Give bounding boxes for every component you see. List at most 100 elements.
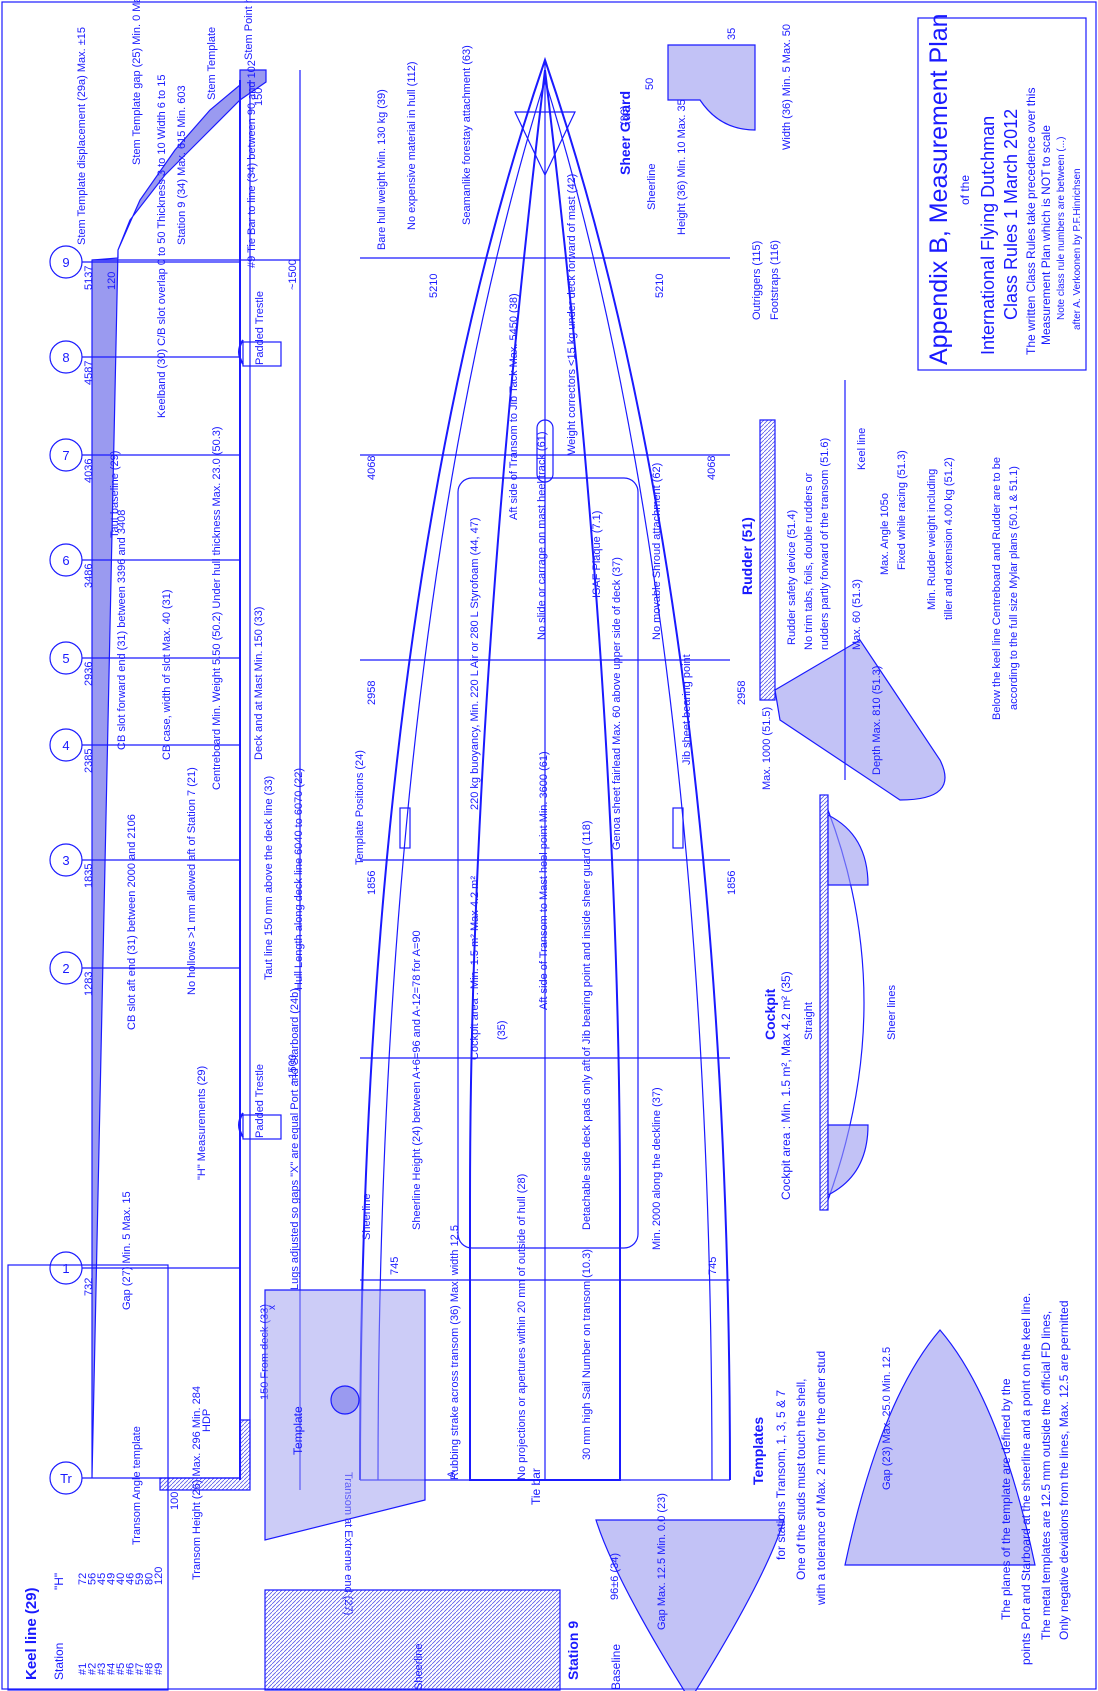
min2000-label: Min. 2000 along the deckline (37) <box>651 1087 663 1250</box>
baseline-label: Baseline <box>609 1644 623 1690</box>
d4068-port: 4068 <box>366 456 378 480</box>
jib-sheet-label: Jib sheet bearing point <box>681 654 693 765</box>
keel-line-table: Keel line (29) Station "H" #172#256#345#… <box>7 1264 169 1691</box>
keel-table-col-station: Station <box>52 1643 66 1680</box>
v100-label: 100 <box>169 1492 181 1510</box>
d1856-stbd: 1856 <box>726 871 738 895</box>
taut-baseline-label: Taut baseline (29) <box>109 451 121 538</box>
stem-point-label: Stem Point height ±6 (25) <box>243 0 255 60</box>
keel-table-station: #5 <box>115 1663 127 1675</box>
templates-gap-label: Gap (23) Max. 25.0 Min. 12.5 <box>881 1347 893 1490</box>
station-marker-label: Tr <box>60 1471 72 1486</box>
station-distance: 1283 <box>83 972 95 996</box>
d745-port: 745 <box>389 1257 401 1275</box>
tie-bar-detail-label: Tie bar <box>529 1468 543 1505</box>
forestay-label: Seamanlike forestay attachment (63) <box>461 45 473 225</box>
d745-stbd: 745 <box>707 1257 719 1275</box>
approx1500-aft: ~1500 <box>287 1054 299 1085</box>
station-marker-label: 7 <box>62 448 69 463</box>
templates-sub: for stations Transom, 1, 3, 5 & 7 <box>774 1390 788 1560</box>
keel-table-h: 46 <box>125 1573 137 1585</box>
d2958-port: 2958 <box>366 681 378 705</box>
keel-table-station: #8 <box>144 1663 156 1675</box>
keel-table-h: 40 <box>115 1573 127 1585</box>
approx1500-fwd: ~1500 <box>287 259 299 290</box>
station-distance: 3486 <box>83 564 95 588</box>
title-of-the: of the <box>958 175 972 205</box>
hdp-label: HDP <box>201 1409 213 1432</box>
station-marker-label: 2 <box>62 961 69 976</box>
footstraps-label: Footstraps (116) <box>769 240 781 320</box>
station-marker-label: 1 <box>62 1261 69 1276</box>
keel-table-station: #2 <box>87 1663 99 1675</box>
keel-table-h: 120 <box>153 1567 165 1585</box>
hull-length-label: Hull Length along deck line 6040 to 6070… <box>293 768 305 990</box>
template-positions-label: Template Positions (24) <box>354 750 366 865</box>
keel-table-col-h: "H" <box>52 1573 66 1590</box>
deck-mast-label: Deck and at Mast Min. 150 (33) <box>253 607 265 760</box>
keel-table-h: 72 <box>77 1573 89 1585</box>
isaf-plaque-label: ISAF Plaque (7.1) <box>591 511 603 598</box>
keel-table-h: 56 <box>87 1573 99 1585</box>
sheerline-detail: Template Lugs adjusted so gaps "X" are e… <box>264 930 561 1691</box>
templates-section: Templates for stations Transom, 1, 3, 5 … <box>750 1293 1071 1665</box>
no-hollows-label: No hollows >1 mm allowed aft of Station … <box>186 767 198 995</box>
title-heading: Appendix B, Measurement Plan <box>925 13 953 365</box>
plan-view: Bare hull weight Min. 130 kg (39) No exp… <box>342 45 748 1615</box>
sheer-guard-section: Sheer Guard (36) 35 50 Sheerline Height … <box>617 24 793 320</box>
sheerline-height-label: Sheerline Height (24) between A+6=96 and… <box>411 930 423 1230</box>
cb-forward-label: CB slot forward end (31) between 3396 an… <box>116 510 128 750</box>
v150-label: 150 <box>253 88 265 106</box>
station-marker-label: 8 <box>62 350 69 365</box>
jib-tack-label: Aft side of Transom to Jib Tack Max. 545… <box>508 293 520 520</box>
station-marker-label: 9 <box>62 255 69 270</box>
rudder-partly-label: rudders partly forward of the transom (5… <box>819 438 831 650</box>
station-distance: 2385 <box>83 749 95 773</box>
rubbing-strake-label: Rubbing strake across transom (36) Max. … <box>449 1225 461 1480</box>
station9-label: Station 9 (34) Max. 615 Min. 603 <box>176 85 188 245</box>
template-detail-label: Template <box>291 1406 305 1455</box>
rudder-max1000-label: Max. 1000 (51.5) <box>761 707 773 790</box>
detachable-pads-label: Detachable side deck pads only aft of Ji… <box>581 820 593 1230</box>
bare-hull-label: Bare hull weight Min. 130 kg (39) <box>376 89 388 250</box>
keel-table-h: 80 <box>144 1573 156 1585</box>
lugs-label: Lugs adjusted so gaps "X" are equal Port… <box>289 988 301 1290</box>
sheer-lines-label: Sheer lines <box>886 984 898 1040</box>
station-distance: 2936 <box>83 662 95 686</box>
station-marker-label: 6 <box>62 553 69 568</box>
title-credit: after A. Verkoonen by P.F.Hinrichsen <box>1072 168 1083 330</box>
templates-para2: points Port and Starboard at the sheerli… <box>1019 1293 1033 1665</box>
templates-para3: The metal templates are 12.5 mm outside … <box>1039 1311 1053 1640</box>
weight-correctors-label: Weight correctors <15 kg under deck forw… <box>566 174 578 455</box>
rudder-depth-label: Depth Max. 810 (51.3) <box>871 666 883 775</box>
keel-table-station: #4 <box>106 1663 118 1675</box>
centreboard-label: Centreboard Min. Weight 5.50 (50.2) Unde… <box>211 426 223 790</box>
sheer-guard-height: Height (36) Min. 10 Max. 35 <box>676 99 688 235</box>
sheer-guard-v35: 35 <box>726 28 738 40</box>
keel-line-label: Keel line <box>856 428 868 470</box>
station-distance: 4036 <box>83 459 95 483</box>
no-projections-label: No projections or apertures within 20 mm… <box>516 1174 528 1480</box>
rudder-section: Rudder (51) Rudder safety device (51.4) … <box>739 380 1020 801</box>
templates-heading: Templates <box>750 1417 766 1485</box>
station-distance: 4587 <box>83 361 95 385</box>
station9-v96-label: 96±6 (34) <box>609 1553 621 1600</box>
station9-section: Station 9 Baseline 96±6 (34) Gap Max. 12… <box>565 1493 785 1691</box>
templates-para4: Only negative deviations from the lines,… <box>1057 1300 1071 1640</box>
padded-trestle-fwd: Padded Trestle <box>254 291 266 365</box>
d4068-stbd: 4068 <box>706 456 718 480</box>
no-shroud-label: No movable Shroud attachment (62) <box>651 463 663 640</box>
keel-table-station: #9 <box>153 1663 165 1675</box>
dim-a-label: A <box>446 1470 458 1478</box>
title-note2: Measurement Plan which is NOT to scale <box>1039 125 1053 345</box>
rudder-safety-label: Rudder safety device (51.4) <box>786 510 798 645</box>
station-distance: 1835 <box>83 864 95 888</box>
d1856-port: 1856 <box>366 871 378 895</box>
d5210-port: 5210 <box>428 274 440 298</box>
rudder-max60-label: Max. 60 (51.3) <box>851 579 863 650</box>
cockpit-heading: Cockpit <box>762 988 778 1040</box>
mast-heel-label: Aft side of Transom to Mast heel point M… <box>538 751 550 1010</box>
title-block: Appendix B, Measurement Plan of the Inte… <box>917 13 1087 371</box>
rudder-heading: Rudder (51) <box>739 517 755 595</box>
